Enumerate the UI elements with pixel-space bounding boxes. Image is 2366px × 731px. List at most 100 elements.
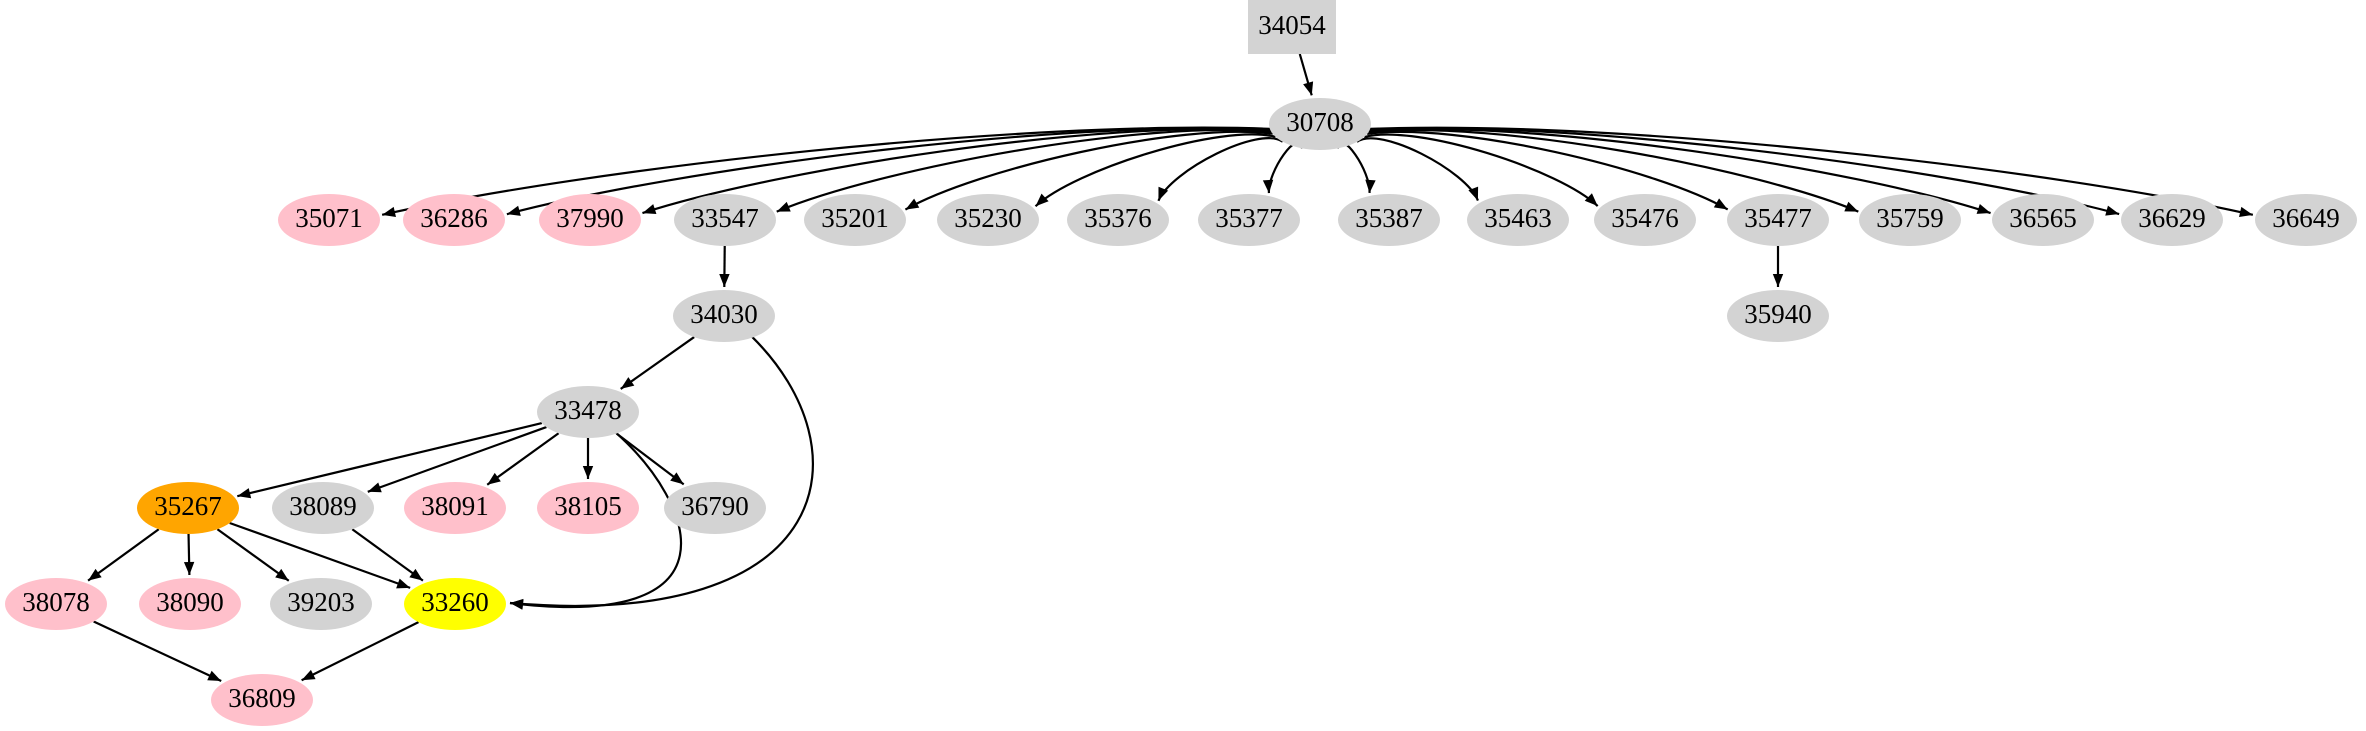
graph-node-35377[interactable]: 35377 [1198, 194, 1300, 246]
node-shape-34030[interactable] [673, 290, 775, 342]
node-shape-35387[interactable] [1338, 194, 1440, 246]
graph-node-36790[interactable]: 36790 [664, 482, 766, 534]
graph-node-35201[interactable]: 35201 [804, 194, 906, 246]
node-label-35201: 35201 [821, 203, 889, 233]
node-label-39203: 39203 [287, 587, 355, 617]
node-shape-33547[interactable] [674, 194, 776, 246]
node-label-33478: 33478 [554, 395, 622, 425]
node-shape-38078[interactable] [5, 578, 107, 630]
graph-edge [509, 336, 814, 610]
graph-edge [216, 528, 290, 582]
graph-edge [1363, 133, 1599, 207]
node-shape-38090[interactable] [139, 578, 241, 630]
graph-node-33478[interactable]: 33478 [537, 386, 639, 438]
node-label-38091: 38091 [421, 491, 489, 521]
node-shape-35201[interactable] [804, 194, 906, 246]
graph-edge [1262, 141, 1304, 194]
graph-edge [642, 127, 1271, 215]
graph-node-38089[interactable]: 38089 [272, 482, 374, 534]
node-shape-34054[interactable] [1248, 0, 1336, 54]
graph-edge [486, 432, 560, 486]
graph-node-34030[interactable]: 34030 [673, 290, 775, 342]
graph-node-35230[interactable]: 35230 [937, 194, 1039, 246]
node-shape-38091[interactable] [404, 482, 506, 534]
node-label-34054: 34054 [1258, 10, 1326, 40]
node-shape-35230[interactable] [937, 194, 1039, 246]
node-label-35267: 35267 [154, 491, 222, 521]
graph-edge [1367, 130, 1729, 211]
node-shape-30708[interactable] [1269, 98, 1371, 150]
node-shape-36649[interactable] [2255, 194, 2357, 246]
graph-edge [776, 128, 1272, 213]
node-label-33547: 33547 [691, 203, 759, 233]
graph-edge [1368, 128, 1859, 213]
graph-node-38091[interactable]: 38091 [404, 482, 506, 534]
graph-edge [620, 336, 695, 390]
node-label-30708: 30708 [1286, 107, 1354, 137]
node-label-38090: 38090 [156, 587, 224, 617]
node-label-38105: 38105 [554, 491, 622, 521]
node-label-35387: 35387 [1355, 203, 1423, 233]
node-label-36649: 36649 [2272, 203, 2340, 233]
graph-node-36286[interactable]: 36286 [403, 194, 505, 246]
node-shape-35377[interactable] [1198, 194, 1300, 246]
node-shape-33478[interactable] [537, 386, 639, 438]
graph-node-35376[interactable]: 35376 [1067, 194, 1169, 246]
graph-edge [87, 528, 160, 582]
edges-layer [87, 53, 2254, 682]
node-shape-36565[interactable] [1992, 194, 2094, 246]
node-label-35476: 35476 [1611, 203, 1679, 233]
node-shape-35267[interactable] [137, 482, 239, 534]
node-label-35759: 35759 [1876, 203, 1944, 233]
node-label-37990: 37990 [556, 203, 624, 233]
graph-node-39203[interactable]: 39203 [270, 578, 372, 630]
graph-node-35071[interactable]: 35071 [278, 194, 380, 246]
node-label-36286: 36286 [420, 203, 488, 233]
node-shape-36790[interactable] [664, 482, 766, 534]
node-label-35071: 35071 [295, 203, 363, 233]
graph-node-36565[interactable]: 36565 [1992, 194, 2094, 246]
graph-edge [229, 521, 411, 589]
node-shape-35376[interactable] [1067, 194, 1169, 246]
node-shape-36809[interactable] [211, 674, 313, 726]
graph-node-37990[interactable]: 37990 [539, 194, 641, 246]
node-label-35230: 35230 [954, 203, 1022, 233]
graph-node-38078[interactable]: 38078 [5, 578, 107, 630]
graph-node-35267[interactable]: 35267 [137, 482, 239, 534]
node-shape-35463[interactable] [1467, 194, 1569, 246]
graph-node-35940[interactable]: 35940 [1727, 290, 1829, 342]
node-shape-36629[interactable] [2121, 194, 2223, 246]
graph-edge [1370, 126, 2254, 218]
graph-node-34054[interactable]: 34054 [1248, 0, 1336, 54]
graph-node-36629[interactable]: 36629 [2121, 194, 2223, 246]
graph-node-36809[interactable]: 36809 [211, 674, 313, 726]
graph-node-35477[interactable]: 35477 [1727, 194, 1829, 246]
node-shape-36286[interactable] [403, 194, 505, 246]
node-shape-38089[interactable] [272, 482, 374, 534]
node-shape-33260[interactable] [404, 578, 506, 630]
graph-node-35387[interactable]: 35387 [1338, 194, 1440, 246]
graph-node-33260[interactable]: 33260 [404, 578, 506, 630]
node-shape-35759[interactable] [1859, 194, 1961, 246]
graph-node-35759[interactable]: 35759 [1859, 194, 1961, 246]
graph-node-36649[interactable]: 36649 [2255, 194, 2357, 246]
node-label-38078: 38078 [22, 587, 90, 617]
graph-node-38090[interactable]: 38090 [139, 578, 241, 630]
node-shape-39203[interactable] [270, 578, 372, 630]
graph-node-35463[interactable]: 35463 [1467, 194, 1569, 246]
node-shape-35071[interactable] [278, 194, 380, 246]
graph-edge [237, 422, 543, 499]
node-label-34030: 34030 [690, 299, 758, 329]
node-label-35376: 35376 [1084, 203, 1152, 233]
node-shape-38105[interactable] [537, 482, 639, 534]
graph-node-38105[interactable]: 38105 [537, 482, 639, 534]
node-shape-35940[interactable] [1727, 290, 1829, 342]
graph-node-33547[interactable]: 33547 [674, 194, 776, 246]
node-shape-37990[interactable] [539, 194, 641, 246]
graph-node-35476[interactable]: 35476 [1594, 194, 1696, 246]
graph-node-30708[interactable]: 30708 [1269, 98, 1371, 150]
node-shape-35477[interactable] [1727, 194, 1829, 246]
node-label-36565: 36565 [2009, 203, 2077, 233]
graph-edge [93, 620, 222, 682]
node-shape-35476[interactable] [1594, 194, 1696, 246]
